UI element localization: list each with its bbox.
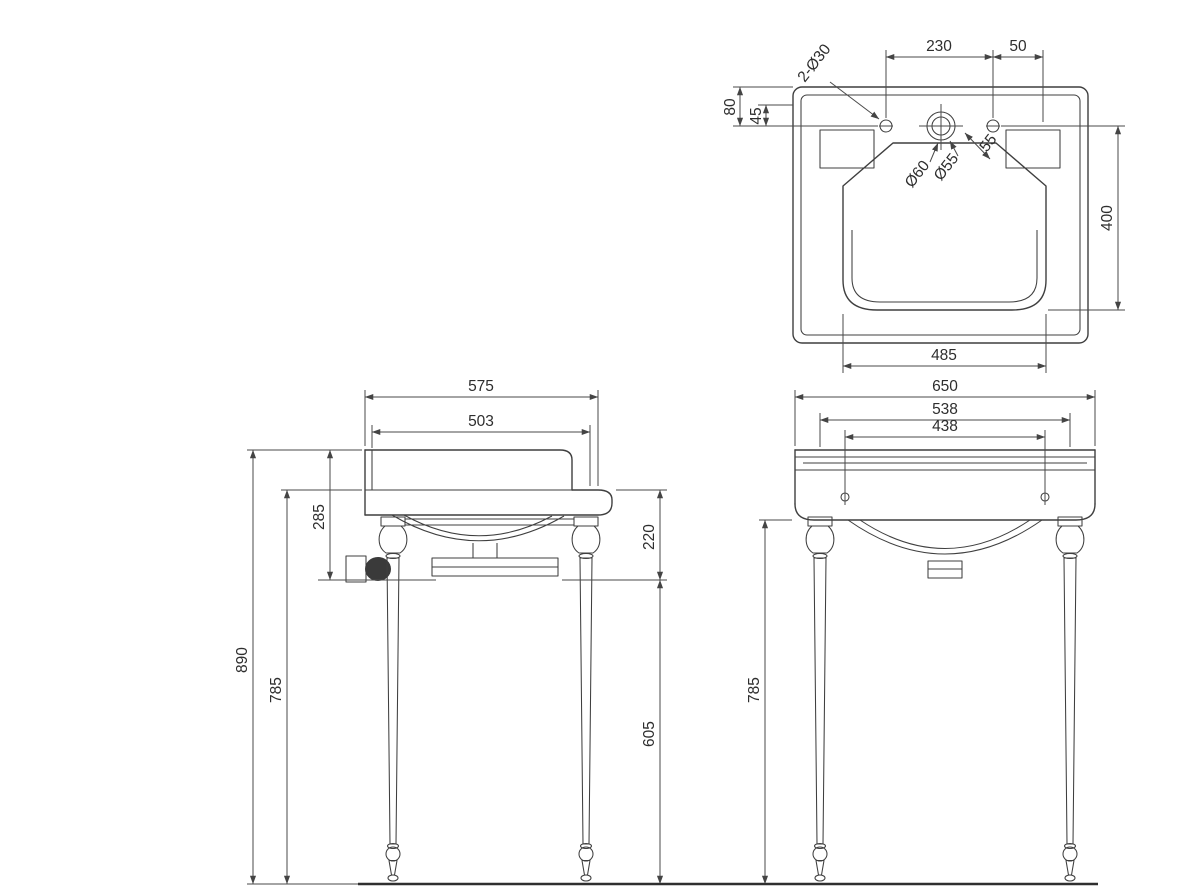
dim-waste-offset: 55 (964, 131, 1000, 160)
dim-label-overall-width: 650 (932, 378, 958, 395)
dim-label-basin-section-height: 285 (311, 504, 328, 530)
side-rim-front (364, 489, 613, 516)
side-view: 575 503 285 890 785 (234, 378, 667, 885)
dim-rim-to-frame: 220 (641, 489, 664, 581)
dim-rim-to-holes: 45 (748, 104, 793, 127)
dim-fixing-centres: 438 (844, 418, 1046, 505)
dim-label-leg-centres: 538 (932, 401, 958, 418)
dim-label-bowl-width: 485 (931, 347, 957, 364)
front-right-leg (1055, 516, 1085, 882)
dim-tap-hole-spacing: 230 (885, 38, 994, 118)
dim-floor-to-frame: 605 (641, 579, 664, 885)
dim-label-waste-outer: Ø60 (902, 157, 934, 191)
side-rear-leg (378, 516, 408, 882)
dim-label-floor-to-rim-front: 785 (746, 677, 763, 703)
side-wall-bracket (345, 555, 391, 583)
dim-label-fixing-centres: 438 (932, 418, 958, 435)
dim-label-tap-hole-spacing: 230 (926, 38, 952, 55)
dim-top-edge-to-holes: 80 (722, 86, 878, 127)
dim-label-floor-to-rim-side: 785 (268, 677, 285, 703)
dim-overall-width: 650 (794, 378, 1096, 446)
plan-left-ledge (819, 129, 875, 169)
front-view: 650 538 438 785 (746, 378, 1096, 885)
front-waste (927, 560, 963, 579)
dim-overall-height: 890 (234, 449, 257, 885)
front-left-leg (805, 516, 835, 882)
dim-basin-section-height: 285 (311, 449, 334, 581)
note-waste-inner: Ø55 (931, 140, 962, 184)
plan-outer-rim (792, 86, 1089, 344)
side-front-leg (571, 516, 601, 882)
plan-left-tap-hole (879, 119, 893, 133)
dim-label-floor-to-frame: 605 (641, 721, 658, 747)
dim-floor-to-rim-side: 785 (268, 489, 291, 885)
plan-view: 230 50 2-Ø30 80 45 Ø60 (722, 38, 1125, 373)
dim-tap-hole-to-edge: 50 (992, 38, 1044, 122)
dim-label-overall-height: 890 (234, 647, 251, 673)
dim-overall-depth: 575 (364, 378, 599, 486)
dim-label-top-edge-to-holes: 80 (722, 98, 739, 116)
dim-bowl-front-to-back: 400 (1001, 125, 1125, 311)
dim-label-inner-depth: 503 (468, 413, 494, 430)
plan-bowl-outline (842, 142, 1047, 311)
side-bowl-underside (391, 514, 565, 542)
plan-right-ledge (1005, 129, 1061, 169)
dim-label-bowl-front-to-back: 400 (1099, 205, 1116, 231)
note-tap-holes: 2-Ø30 (794, 41, 880, 120)
plan-centre-hole (919, 104, 963, 150)
side-splashback (364, 449, 573, 491)
dim-bowl-width: 485 (842, 314, 1047, 373)
front-bowl-outer (847, 519, 1043, 555)
front-body-bottom (794, 503, 1096, 521)
front-bowl-inner (859, 519, 1031, 550)
dim-label-tap-hole-to-edge: 50 (1009, 38, 1027, 55)
dim-label-rim-to-frame: 220 (641, 524, 658, 550)
dim-inner-depth: 503 (371, 413, 591, 486)
dim-label-tap-holes-note: 2-Ø30 (794, 41, 834, 86)
plan-bowl-inner-line (851, 230, 1038, 303)
side-bowl-underside-inner (403, 514, 553, 537)
dim-label-rim-to-holes: 45 (748, 107, 765, 124)
dim-floor-to-rim-front: 785 (746, 519, 792, 885)
dim-label-overall-depth: 575 (468, 378, 494, 395)
plan-inner-rim (800, 94, 1081, 336)
plan-right-tap-hole (986, 119, 1000, 133)
note-waste-outer: Ø60 (902, 142, 939, 191)
dim-label-waste-offset: 55 (976, 131, 1000, 155)
side-trap (431, 543, 559, 577)
dim-leg-centres: 538 (819, 401, 1071, 447)
